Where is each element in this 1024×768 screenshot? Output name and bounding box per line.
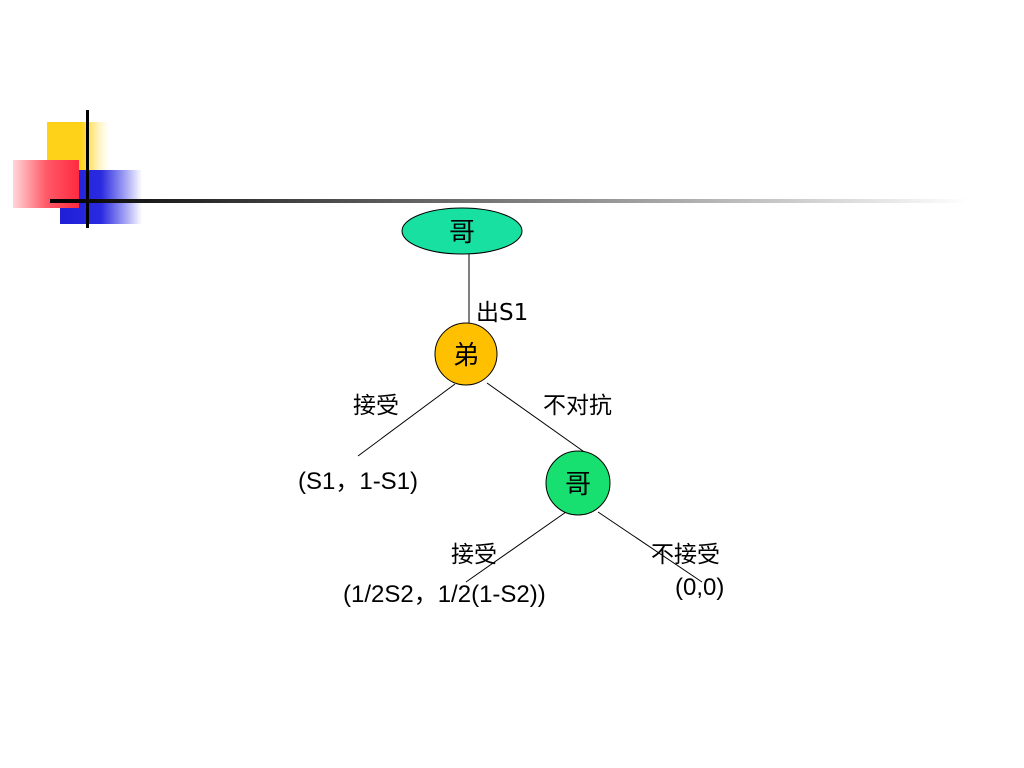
node-root bbox=[401, 207, 523, 255]
edge-middle-left bbox=[357, 383, 456, 457]
edge-label-lower-right: 不接受 bbox=[651, 542, 720, 568]
edge-lower-left bbox=[465, 511, 567, 583]
edge-label-root-middle: 出S1 bbox=[476, 300, 529, 326]
edge-label-middle-left: 接受 bbox=[353, 393, 399, 419]
payoff-third: (0,0) bbox=[675, 574, 725, 601]
node-lower-label: 哥 bbox=[565, 470, 591, 500]
edge-label-middle-right: 不对抗 bbox=[543, 393, 612, 419]
edge-middle-right bbox=[486, 382, 591, 457]
payoff-first: (S1，1-S1) bbox=[298, 468, 419, 495]
decor-vertical-bar bbox=[86, 110, 89, 228]
payoff-second: (1/2S2，1/2(1-S2)) bbox=[343, 581, 546, 608]
edge-label-lower-left: 接受 bbox=[451, 542, 497, 568]
node-root-label: 哥 bbox=[449, 218, 475, 248]
node-lower bbox=[545, 450, 611, 516]
decor-title-rule bbox=[50, 199, 970, 203]
node-middle-label: 弟 bbox=[453, 341, 479, 371]
node-middle bbox=[434, 322, 498, 386]
edge-lower-right bbox=[597, 511, 703, 583]
